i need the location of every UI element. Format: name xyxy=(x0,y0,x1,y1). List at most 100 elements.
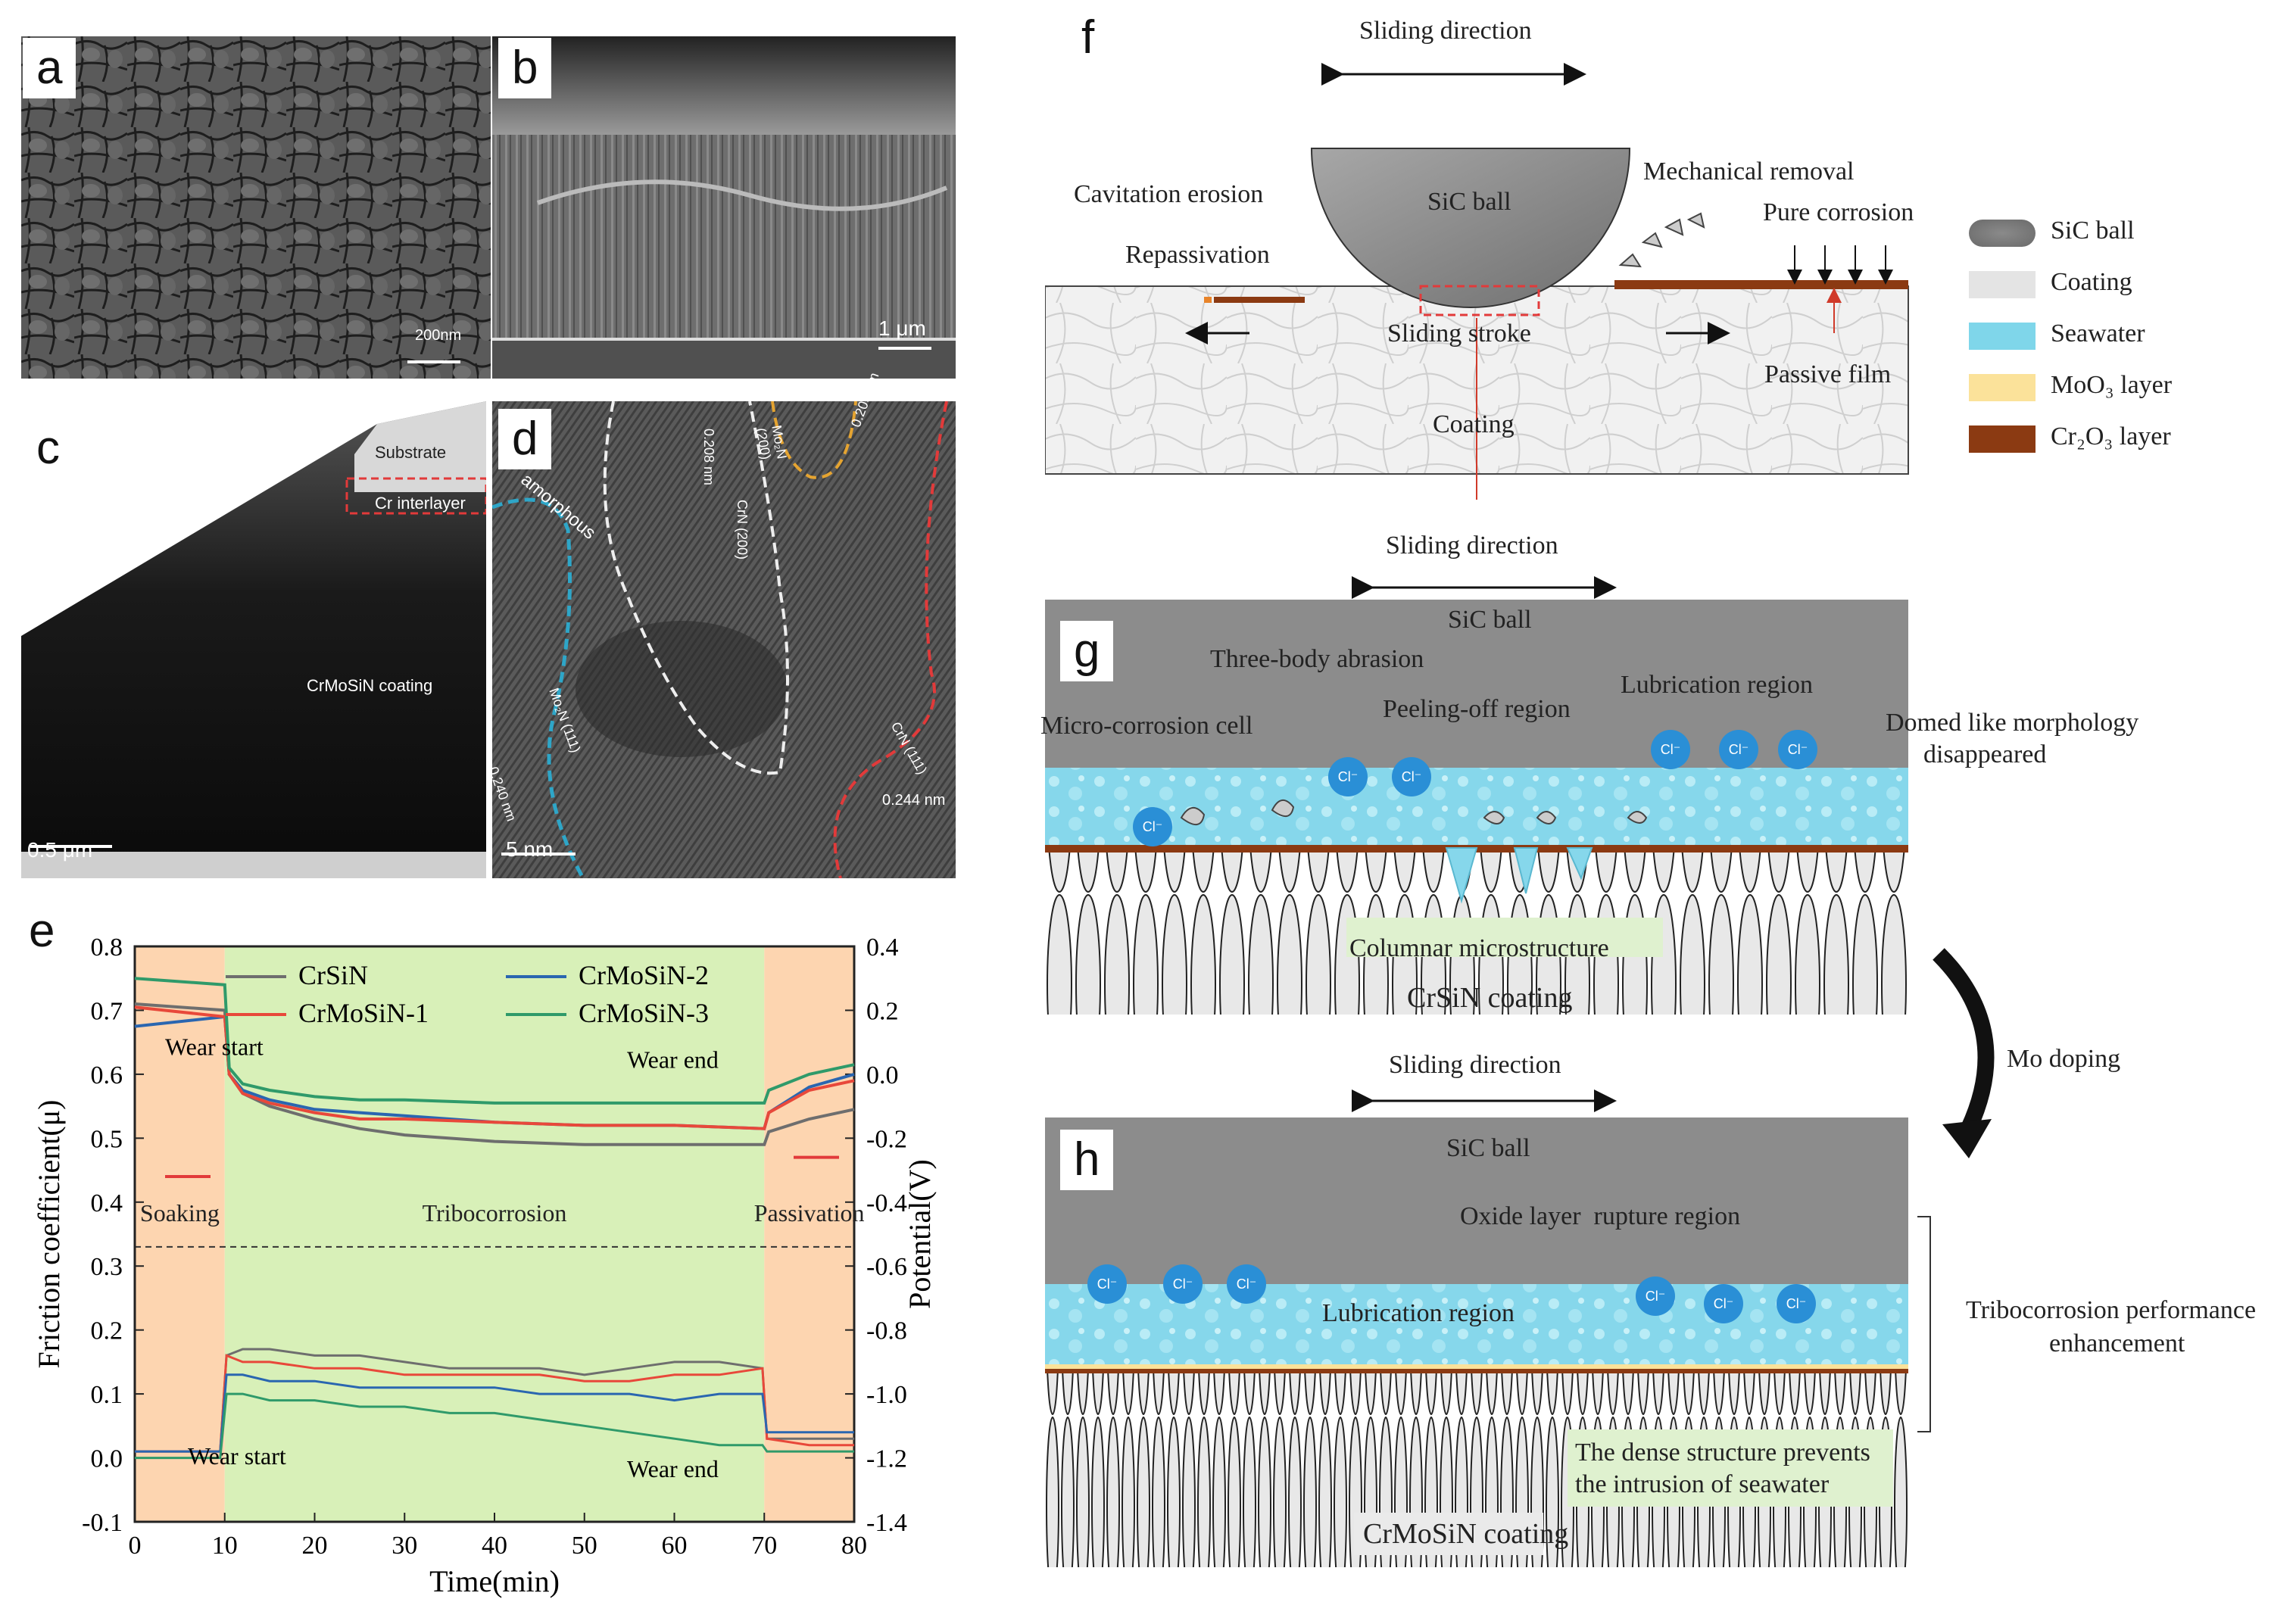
panel-d-d0208-label: 0.208 nm xyxy=(701,429,716,486)
panel-e-label: e xyxy=(24,901,60,962)
panel-g-micro-corrosion-label: Micro-corrosion cell xyxy=(1040,712,1253,740)
phase-band-2 xyxy=(764,946,854,1522)
y-tick-label-0: -0.1 xyxy=(82,1509,123,1537)
y2-tick-label-7: 0.0 xyxy=(866,1061,899,1089)
panel-h-cl-ion-3: Cl⁻ xyxy=(1227,1264,1266,1304)
panel-f-sic-ball-label: SiC ball xyxy=(1427,188,1511,216)
panel-f-coating-label: Coating xyxy=(1433,410,1515,438)
panel-f-pure-corrosion-label: Pure corrosion xyxy=(1763,198,1914,226)
panel-h-coating-label: CrMoSiN coating xyxy=(1363,1518,1569,1550)
panel-g-cl-ion-6: Cl⁻ xyxy=(1778,730,1817,769)
legend-label-moo3: MoO₃ layer xyxy=(2051,371,2173,399)
mo-doping-arrow xyxy=(1933,948,1995,1158)
panel-h-lubrication-label: Lubrication region xyxy=(1322,1299,1515,1327)
y2-tick-label-6: -0.2 xyxy=(866,1125,907,1153)
panel-b-scale-label: 1 μm xyxy=(878,316,926,340)
y2-tick-label-3: -0.8 xyxy=(866,1317,907,1345)
enhancement-bracket xyxy=(1917,1216,1931,1432)
panel-f-mech-removal-label: Mechanical removal xyxy=(1643,157,1855,185)
panel-f-diagram xyxy=(1044,0,2272,522)
friction-line-3 xyxy=(135,1392,854,1460)
panel-h-oxide-rupture-label: Oxide layer rupture region xyxy=(1460,1202,1741,1230)
x-tick-label-5: 50 xyxy=(572,1532,597,1560)
panel-g-cl-ion-4: Cl⁻ xyxy=(1651,730,1690,769)
x-tick-label-8: 80 xyxy=(841,1532,867,1560)
legend-swatch-cr2o3 xyxy=(1969,425,2036,453)
y2-tick-label-0: -1.4 xyxy=(866,1509,907,1537)
y2-tick-label-8: 0.2 xyxy=(866,997,899,1025)
phase-label-1: Tribocorrosion xyxy=(423,1199,567,1227)
annotation-wear-end-top: Wear end xyxy=(627,1046,719,1073)
enhancement-label-2: enhancement xyxy=(2049,1329,2185,1357)
panel-g-cl-ion-2: Cl⁻ xyxy=(1328,757,1368,796)
annotation-wear-start-top: Wear start xyxy=(165,1033,264,1061)
panel-f-sliding-direction: Sliding direction xyxy=(1359,17,1532,45)
panel-d-hrtem-image xyxy=(492,401,956,878)
panel-b-sem-image xyxy=(492,36,956,379)
panel-g-domed-label-1: Domed like morphology xyxy=(1886,709,2139,737)
panel-g-domed-label-2: disappeared xyxy=(1923,740,2047,768)
x-tick-label-6: 60 xyxy=(662,1532,688,1560)
panel-f-label: f xyxy=(1068,8,1109,68)
y2-axis-label: Potential(V) xyxy=(903,1159,937,1309)
panel-d-d0244-label: 0.244 nm xyxy=(882,792,946,809)
legend-label-seawater: Seawater xyxy=(2051,320,2145,348)
legend: SiC ball Coating Seawater MoO₃ layer Cr₂… xyxy=(1969,212,2287,469)
panel-g-coating-label: CrSiN coating xyxy=(1407,982,1573,1014)
panel-g-cl-ion-3: Cl⁻ xyxy=(1392,757,1431,796)
y2-tick-label-1: -1.2 xyxy=(866,1445,907,1473)
y-tick-label-8: 0.7 xyxy=(91,997,123,1025)
panel-f-sliding-stroke-label: Sliding stroke xyxy=(1387,320,1531,348)
legend-swatch-sic xyxy=(1969,220,2036,247)
legend-text-3: CrMoSiN-3 xyxy=(579,998,709,1028)
y-axis-label: Friction coefficient(μ) xyxy=(32,1099,66,1368)
y-tick-label-5: 0.4 xyxy=(91,1189,123,1217)
panel-g-cl-ion-1: Cl⁻ xyxy=(1133,807,1172,846)
panel-f-cavitation-label: Cavitation erosion xyxy=(1074,180,1264,208)
panel-a-scale-label: 200nm xyxy=(415,327,462,344)
x-tick-label-4: 40 xyxy=(482,1532,507,1560)
panel-h-cl-ion-4: Cl⁻ xyxy=(1636,1276,1675,1316)
panel-h-cl-ion-5: Cl⁻ xyxy=(1704,1284,1743,1323)
legend-swatch-seawater xyxy=(1969,323,2036,350)
panel-g-label: g xyxy=(1060,621,1114,681)
panel-f-passive-film-label: Passive film xyxy=(1764,360,1892,388)
y-tick-label-1: 0.0 xyxy=(91,1445,123,1473)
panel-h-cl-ion-1: Cl⁻ xyxy=(1087,1264,1127,1304)
panel-c-label: c xyxy=(23,418,73,478)
potential-line-3 xyxy=(134,977,855,1105)
x-tick-label-1: 10 xyxy=(212,1532,238,1560)
panel-h-sliding-direction: Sliding direction xyxy=(1389,1051,1561,1079)
panel-h-sic-ball-label: SiC ball xyxy=(1446,1134,1530,1162)
panel-g-lubrication-label: Lubrication region xyxy=(1621,671,1813,699)
panel-h-dense-label-1: The dense structure prevents xyxy=(1575,1439,1870,1467)
annotation-wear-start-bottom: Wear start xyxy=(188,1442,286,1470)
panel-c-substrate-label: Substrate xyxy=(375,443,447,462)
legend-text-1: CrMoSiN-2 xyxy=(579,960,709,990)
panel-h-cl-ion-2: Cl⁻ xyxy=(1163,1264,1203,1304)
legend-label-sic: SiC ball xyxy=(2051,217,2135,245)
panel-c-scale-label: 0.5 μm xyxy=(27,838,93,862)
legend-swatch-moo3 xyxy=(1969,374,2036,401)
panel-f-repassivation-label: Repassivation xyxy=(1125,241,1270,269)
panel-g-peeling-label: Peeling-off region xyxy=(1383,695,1571,723)
panel-h-label: h xyxy=(1060,1130,1114,1190)
phase-label-0: Soaking xyxy=(140,1199,220,1227)
phase-band-1 xyxy=(224,946,765,1522)
y2-tick-label-4: -0.6 xyxy=(866,1253,907,1281)
panel-c-coating-label: CrMoSiN coating xyxy=(307,676,433,695)
panel-d-scale-label: 5 nm xyxy=(506,837,554,861)
potential-line-2 xyxy=(134,1005,855,1130)
panel-g-three-body-label: Three-body abrasion xyxy=(1210,645,1424,673)
phase-label-2: Passivation xyxy=(754,1199,865,1227)
x-tick-label-2: 20 xyxy=(302,1532,328,1560)
panel-g-sliding-direction: Sliding direction xyxy=(1386,531,1558,560)
y-tick-label-7: 0.6 xyxy=(91,1061,123,1089)
y2-tick-label-9: 0.4 xyxy=(866,934,899,962)
y-tick-label-2: 0.1 xyxy=(91,1381,123,1409)
x-axis-label: Time(min) xyxy=(429,1564,560,1598)
legend-swatch-coating xyxy=(1969,271,2036,298)
panel-c-tem-image xyxy=(21,394,486,878)
panel-a-sem-image xyxy=(21,36,491,379)
